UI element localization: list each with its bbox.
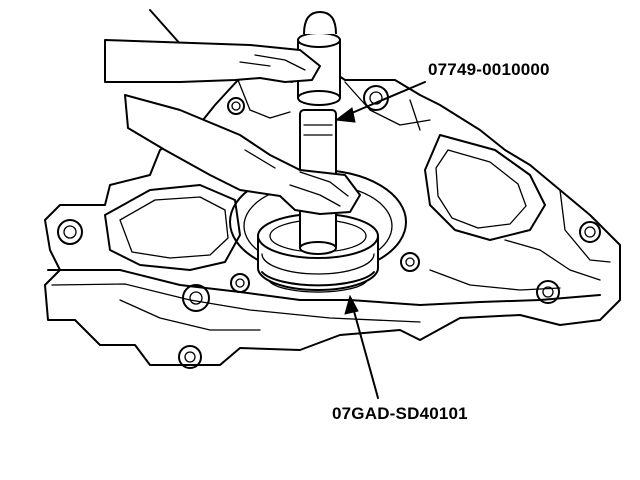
tool-number-label-attachment: 07GAD-SD40101 (332, 404, 468, 423)
lower-hand (124, 94, 361, 215)
bolt-hole (57, 219, 83, 245)
bolt-hole (579, 221, 601, 243)
upper-hand (104, 39, 321, 83)
bolt-hole (178, 345, 202, 369)
housing-case (44, 69, 621, 369)
bolt-hole (182, 284, 210, 312)
bolt-hole (536, 280, 560, 304)
callout-arrow-bottom (344, 294, 379, 399)
bolt-hole (230, 273, 250, 293)
tool-number-label-handle: 07749-0010000 (428, 60, 550, 79)
callout-arrow-top (334, 81, 426, 123)
bolt-hole (400, 252, 420, 272)
bolt-hole (227, 97, 245, 115)
